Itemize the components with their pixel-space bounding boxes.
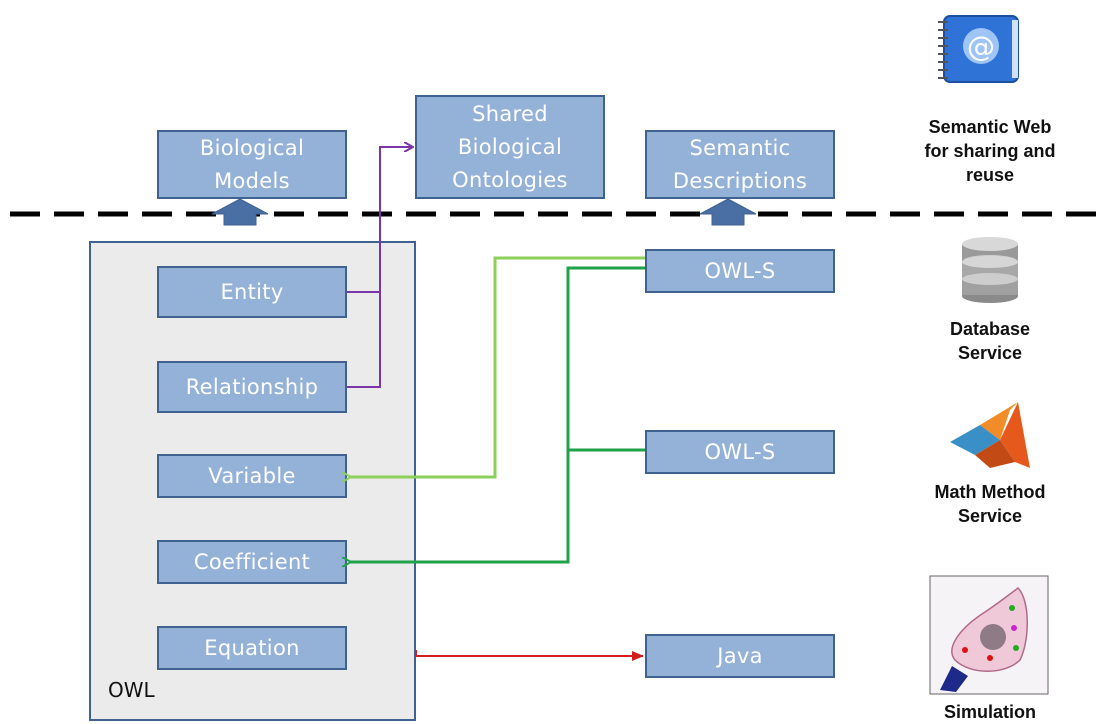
simulation-label: Simulation xyxy=(943,702,1036,722)
shared-ontologies-box: Shared Biological Ontologies xyxy=(415,95,605,199)
owl-item-entity: Entity xyxy=(157,266,347,318)
owl-s-box-2: OWL-S xyxy=(645,430,835,474)
neuron-simulation-icon xyxy=(929,575,1049,695)
matlab-icon xyxy=(950,402,1030,468)
math-method-service-label: Math Method Service xyxy=(934,482,1046,526)
database-icon xyxy=(962,237,1018,303)
owl-s-box-1: OWL-S xyxy=(645,249,835,293)
green-connector xyxy=(350,266,645,562)
purple-connector-branch xyxy=(347,292,381,388)
address-book-icon: @ xyxy=(938,15,1019,83)
owl-label: OWL xyxy=(108,678,155,702)
owl-item-coefficient: Coefficient xyxy=(157,540,347,584)
up-arrow-icon xyxy=(699,198,757,226)
owl-item-relationship: Relationship xyxy=(157,361,347,413)
svg-text:@: @ xyxy=(967,30,995,63)
light-green-connector xyxy=(350,256,645,477)
java-box: Java xyxy=(645,634,835,678)
biological-models-box: Biological Models xyxy=(157,130,347,199)
semantic-web-label: Semantic Web for sharing and reuse xyxy=(924,117,1056,185)
owl-item-variable: Variable xyxy=(157,454,347,498)
database-service-label: Database Service xyxy=(949,319,1031,363)
owl-item-equation: Equation xyxy=(157,626,347,670)
red-connector xyxy=(415,650,644,661)
semantic-descriptions-box: Semantic Descriptions xyxy=(645,130,835,199)
up-arrow-icon xyxy=(211,198,269,226)
purple-connector xyxy=(347,147,412,293)
